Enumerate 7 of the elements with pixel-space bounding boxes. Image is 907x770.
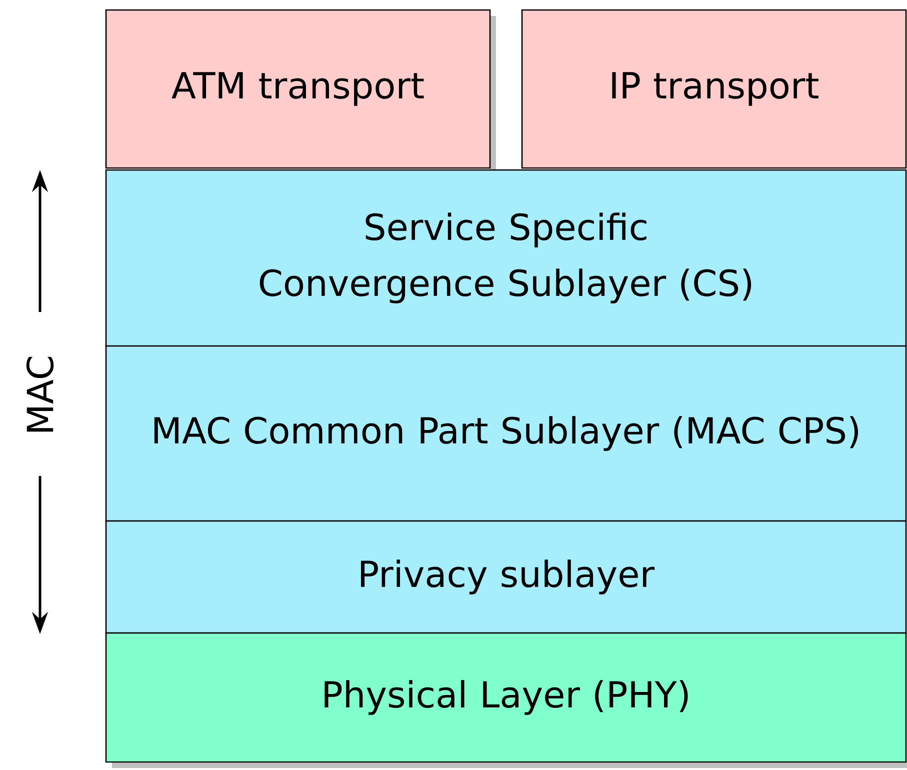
layer-box: Privacy sublayer xyxy=(105,520,907,634)
layer-box: ATM transport xyxy=(105,9,491,169)
layer-box: Physical Layer (PHY) xyxy=(105,632,907,763)
layer-box: Service Specific Convergence Sublayer (CS) xyxy=(105,169,907,347)
axis-label: MAC xyxy=(26,356,54,432)
layer-box: IP transport xyxy=(521,9,907,169)
layer-box: MAC Common Part Sublayer (MAC CPS) xyxy=(105,345,907,522)
